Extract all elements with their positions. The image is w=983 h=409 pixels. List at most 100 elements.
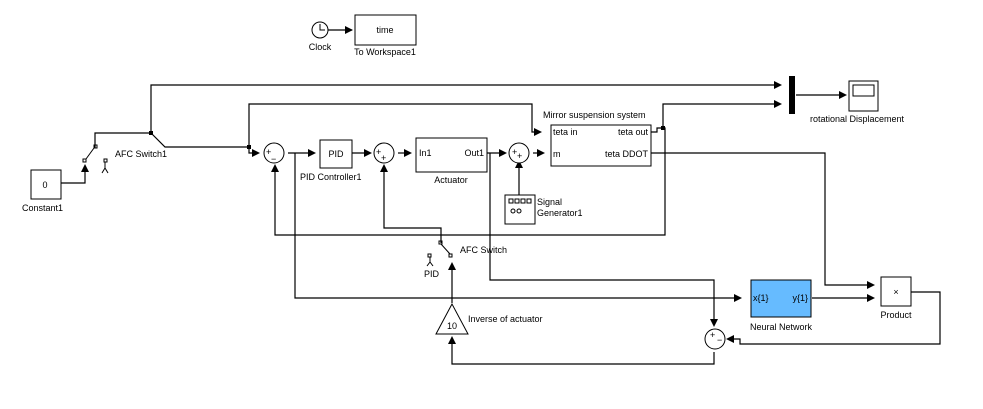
constant-block[interactable]: 0 Constant1 xyxy=(22,169,63,213)
arrowhead xyxy=(499,149,507,157)
clock-label: Clock xyxy=(309,42,332,52)
wire-teta-ddot-to-product[interactable] xyxy=(651,152,873,286)
product-symbol: × xyxy=(893,287,898,297)
sum4-sign-plus: + xyxy=(710,330,715,340)
afc-switch-block[interactable]: AFC Switch PID xyxy=(424,240,507,279)
signal-generator-label-1: Signal xyxy=(537,197,562,207)
mirror-box xyxy=(550,124,652,167)
wire-teta-out-to-mux[interactable] xyxy=(651,103,780,133)
afc-switch-pid-label: PID xyxy=(424,269,440,279)
arrowhead xyxy=(867,294,875,302)
sum3-circle xyxy=(508,142,530,164)
switch-lever xyxy=(85,147,95,160)
pid-text: PID xyxy=(328,149,344,159)
junctions xyxy=(149,126,665,149)
mirror-suspension-block[interactable]: Mirror suspension system teta in m teta … xyxy=(543,110,652,167)
switch-ground xyxy=(104,167,109,174)
arrowhead xyxy=(726,335,734,343)
afc-switch1-block[interactable]: AFC Switch1 xyxy=(82,144,167,174)
gain-triangle xyxy=(435,302,469,335)
wire-to-teta-in[interactable] xyxy=(248,103,540,147)
switch-ground xyxy=(426,257,431,267)
nn-label: Neural Network xyxy=(750,322,813,332)
arrowhead xyxy=(252,149,260,157)
sum1-sign-plus: + xyxy=(266,147,271,157)
mux-block[interactable] xyxy=(789,76,795,114)
pid-label: PID Controller1 xyxy=(300,172,362,182)
scope-block[interactable]: rotational Displacement xyxy=(810,80,905,124)
arrowhead xyxy=(448,336,456,344)
sum2-circle xyxy=(373,142,395,164)
arrowhead xyxy=(380,164,388,172)
arrowheads xyxy=(81,26,875,344)
product-box xyxy=(880,276,912,307)
switch-ground xyxy=(429,261,434,267)
switch-contact xyxy=(93,144,98,149)
gain-label: Inverse of actuator xyxy=(468,314,543,324)
arrowhead xyxy=(448,262,456,270)
junction-dot xyxy=(247,145,251,149)
wire-product-to-sum4[interactable] xyxy=(732,291,941,345)
wire-switch-to-sum2[interactable] xyxy=(383,170,442,243)
arrowhead xyxy=(364,149,372,157)
actuator-out-port: Out1 xyxy=(464,148,484,158)
arrowhead xyxy=(537,149,545,157)
mirror-label: Mirror suspension system xyxy=(543,110,646,120)
wire-sum4-to-gain[interactable] xyxy=(451,342,715,365)
clock-hands xyxy=(319,24,325,31)
sum3-block[interactable]: + + xyxy=(508,142,530,164)
arrowhead xyxy=(81,164,89,172)
signal-generator-icon xyxy=(508,198,532,214)
arrowhead xyxy=(774,100,782,108)
actuator-in-port: In1 xyxy=(419,148,432,158)
sum4-sign-minus: − xyxy=(717,335,722,345)
afc-switch1-label: AFC Switch1 xyxy=(115,149,167,159)
neural-network-block[interactable]: x{1} y{1} Neural Network xyxy=(750,279,813,332)
sum3-sign-1: + xyxy=(512,147,517,157)
switch-contact-open xyxy=(427,253,432,258)
junction-dot xyxy=(661,126,665,130)
arrowhead xyxy=(734,294,742,302)
wire-actuator-out-to-sum4[interactable] xyxy=(489,153,715,325)
mux-bar xyxy=(789,76,795,114)
arrowhead xyxy=(710,319,718,327)
nn-in-port: x{1} xyxy=(753,293,769,303)
mirror-out-port-teta-ddot: teta DDOT xyxy=(605,149,649,159)
arrowhead xyxy=(839,91,847,99)
actuator-block[interactable]: In1 Out1 Actuator xyxy=(415,137,488,185)
switch-contact xyxy=(438,240,443,245)
product-block[interactable]: × Product xyxy=(880,276,912,320)
arrowhead xyxy=(345,26,353,34)
switch-contact xyxy=(82,158,87,163)
pid-controller-block[interactable]: PID PID Controller1 xyxy=(300,139,362,182)
switch-lever xyxy=(440,243,451,255)
to-workspace-variable: time xyxy=(376,25,393,35)
arrowhead xyxy=(515,160,523,168)
constant-value: 0 xyxy=(42,180,47,190)
gain-block[interactable]: 10 Inverse of actuator xyxy=(435,302,543,335)
sum1-block[interactable]: + − xyxy=(263,142,285,164)
wire-constant-to-switch1[interactable] xyxy=(61,172,86,184)
arrowhead xyxy=(404,149,412,157)
sum4-circle xyxy=(704,328,726,350)
sum2-sign-1: + xyxy=(376,147,381,157)
to-workspace-block[interactable]: time To Workspace1 xyxy=(354,14,417,57)
sum2-block[interactable]: + + xyxy=(373,142,395,164)
sum4-block[interactable]: + − xyxy=(704,328,726,350)
signal-generator-block[interactable]: Signal Generator1 xyxy=(504,194,583,225)
wire-error-to-nn[interactable] xyxy=(294,153,740,299)
afc-switch-label: AFC Switch xyxy=(460,245,507,255)
actuator-box xyxy=(415,137,488,173)
sum2-sign-2: + xyxy=(381,153,386,163)
mirror-in-port-teta-in: teta in xyxy=(553,127,578,137)
clock-block[interactable]: Clock xyxy=(309,21,332,52)
to-workspace-box xyxy=(354,14,417,46)
actuator-label: Actuator xyxy=(434,175,468,185)
nn-out-port: y{1} xyxy=(792,293,808,303)
scope-label: rotational Displacement xyxy=(810,114,905,124)
junction-dot xyxy=(149,131,153,135)
neural-network-box xyxy=(750,279,812,318)
arrowhead xyxy=(271,164,279,172)
wire-switch1-to-sum1[interactable] xyxy=(150,132,258,154)
